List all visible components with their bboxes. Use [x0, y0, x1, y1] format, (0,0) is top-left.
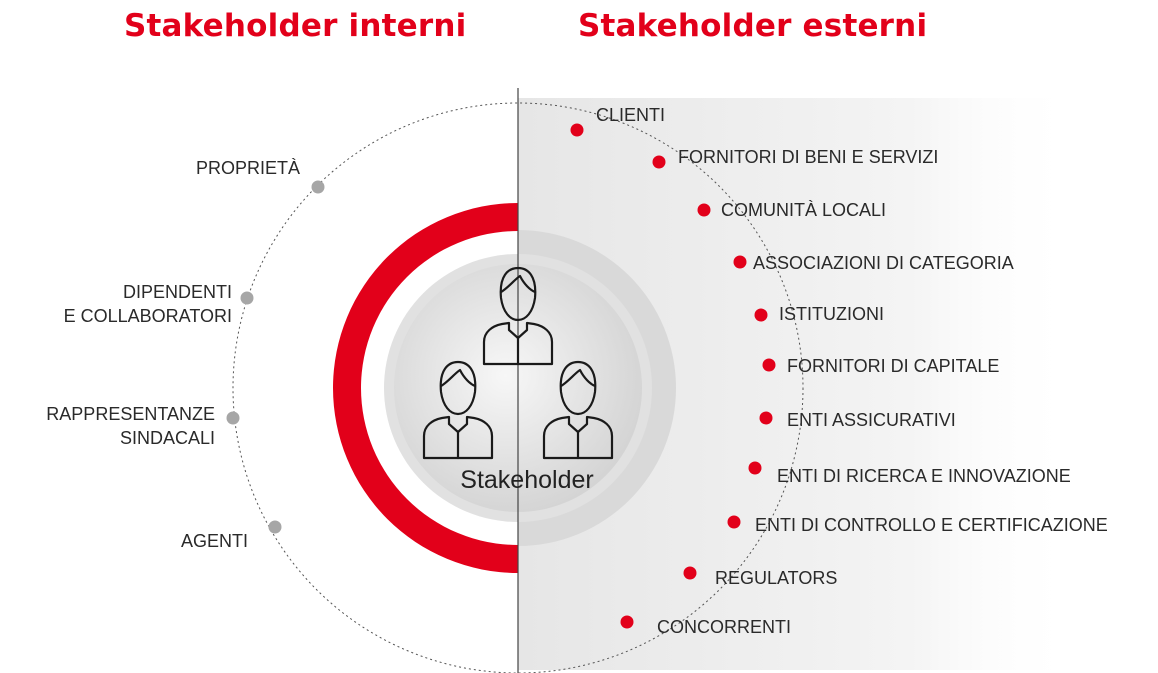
internal-stakeholder-label: PROPRIETÀ [195, 158, 300, 178]
internal-stakeholder-dot [268, 520, 282, 534]
external-stakeholder-label: CONCORRENTI [657, 617, 791, 637]
person-icon-stroke [499, 266, 537, 322]
external-stakeholder-dot [570, 123, 584, 137]
external-stakeholder-dot [697, 203, 711, 217]
grey-ring [518, 230, 676, 546]
heading-internal: Stakeholder interni [124, 8, 467, 44]
internal-stakeholder-dot [240, 291, 254, 305]
external-stakeholder-label: ISTITUZIONI [779, 304, 884, 324]
internal-stakeholder-label: AGENTI [180, 531, 248, 551]
external-stakeholder-dot [762, 358, 776, 372]
external-stakeholder-dot [683, 566, 697, 580]
person-icon-stroke [542, 415, 614, 460]
external-stakeholder-label: REGULATORS [715, 568, 838, 588]
external-stakeholder-dot [748, 461, 762, 475]
external-stakeholder-label: ENTI DI CONTROLLO E CERTIFICAZIONE [755, 515, 1108, 535]
outer-dotted-circle [232, 102, 804, 673]
external-stakeholder-label: ASSOCIAZIONI DI CATEGORIA [753, 253, 1014, 273]
person-icon-stroke [559, 368, 597, 388]
internal-stakeholder-label: DIPENDENTI E COLLABORATORI [63, 282, 232, 326]
person-icon-stroke [559, 360, 597, 416]
external-stakeholder-dot [620, 615, 634, 629]
external-stakeholder-dot [652, 155, 666, 169]
internal-stakeholder-label: RAPPRESENTANZE SINDACALI [46, 404, 215, 448]
red-ring [333, 203, 518, 573]
heading-external: Stakeholder esterni [578, 8, 928, 44]
person-icon [542, 360, 614, 460]
external-stakeholder-label: COMUNITÀ LOCALI [721, 200, 887, 220]
internal-stakeholder-dot [311, 180, 325, 194]
external-stakeholder-label: CLIENTI [596, 105, 666, 125]
external-stakeholder-dot [733, 255, 747, 269]
person-icon-stroke [499, 274, 537, 294]
external-stakeholder-dot [754, 308, 768, 322]
external-stakeholder-label: FORNITORI DI BENI E SERVIZI [678, 147, 939, 167]
person-icon-stroke [439, 368, 477, 388]
external-stakeholder-label: ENTI ASSICURATIVI [787, 410, 956, 430]
external-stakeholder-label: ENTI DI RICERCA E INNOVAZIONE [777, 466, 1071, 486]
external-stakeholder-dot [727, 515, 741, 529]
internal-stakeholder-dot [226, 411, 240, 425]
external-stakeholder-dot [759, 411, 773, 425]
person-icon [422, 360, 494, 460]
center-label: Stakeholder [460, 466, 594, 494]
external-stakeholder-label: FORNITORI DI CAPITALE [787, 356, 1000, 376]
person-icon-stroke [422, 415, 494, 460]
person-icon-stroke [482, 321, 554, 366]
person-icon-stroke [439, 360, 477, 416]
person-icon [482, 266, 554, 366]
